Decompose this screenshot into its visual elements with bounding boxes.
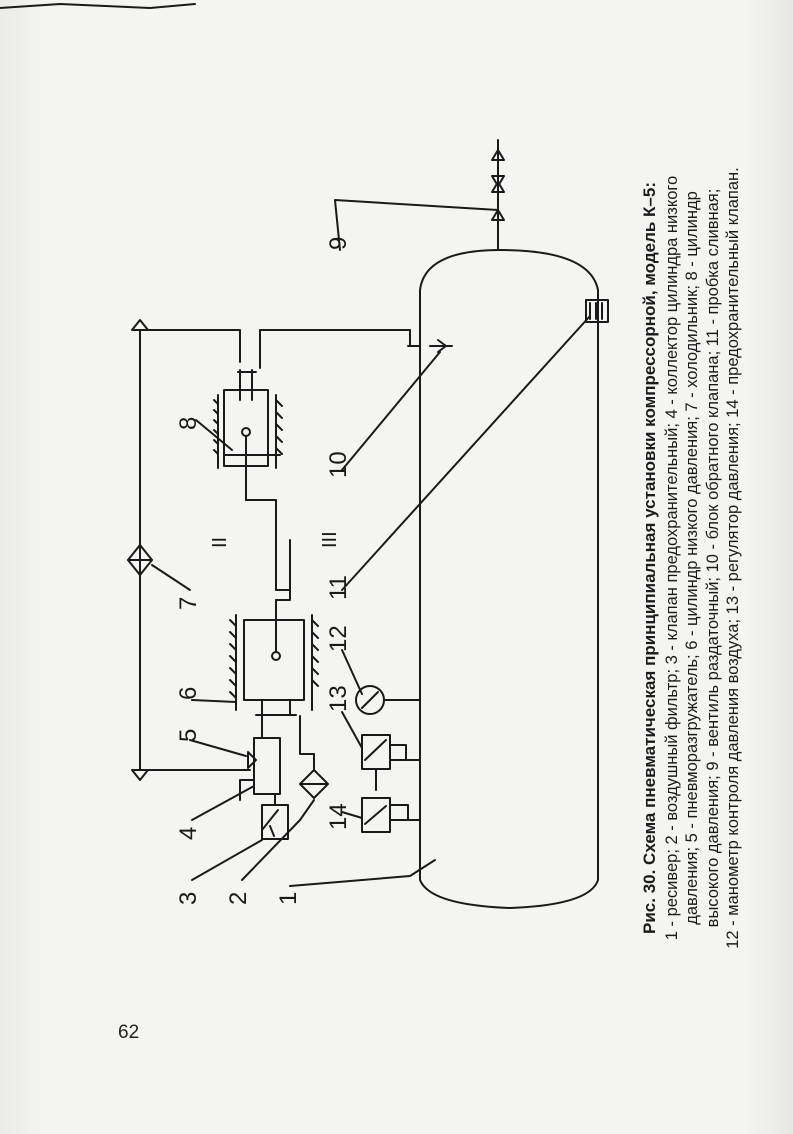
leader-4 — [191, 785, 255, 821]
connecting-shaft — [245, 499, 291, 591]
collector-unloader — [239, 715, 281, 801]
callout-7: 7 — [175, 597, 202, 610]
legend-line-2: давления; 5 - пневморазгружатель; 6 - ци… — [683, 191, 701, 925]
cooler-diamond — [127, 544, 153, 576]
low-pressure-cylinder — [229, 599, 319, 716]
arrow-top — [131, 319, 149, 331]
section-mark-II: II — [209, 537, 231, 548]
section-mark-III: III — [319, 531, 341, 548]
dispensing-valve — [491, 139, 505, 251]
leader-1 — [289, 859, 436, 887]
high-pressure-cylinder — [213, 329, 411, 501]
callout-14: 14 — [325, 803, 352, 830]
leader-5 — [189, 739, 247, 757]
leader-9 — [334, 199, 499, 251]
drain-plug — [585, 299, 609, 323]
figure-title: Рис. 30. Схема пневматическая принципиал… — [640, 182, 659, 934]
leader-13 — [341, 711, 363, 749]
leader-8 — [195, 419, 233, 451]
shaft-lower — [275, 539, 291, 601]
check-valve-block — [407, 339, 453, 353]
arrow-lower — [131, 769, 149, 781]
pressure-regulator — [361, 734, 421, 791]
receiver-tank — [419, 249, 599, 909]
callout-9: 9 — [325, 237, 352, 250]
callout-11: 11 — [325, 575, 352, 600]
callout-10: 10 — [325, 451, 352, 478]
callout-3: 3 — [175, 892, 202, 905]
callout-8: 8 — [175, 417, 202, 430]
callout-1: 1 — [275, 892, 302, 905]
leader-14 — [341, 811, 363, 819]
leader-3 — [191, 839, 263, 881]
pipe-top-upper — [139, 329, 241, 363]
safety-valve-14 — [361, 797, 421, 833]
page-number: 62 — [118, 1022, 140, 1043]
callout-13: 13 — [325, 685, 352, 712]
legend-line-4: 12 - манометр контроля давления воздуха;… — [724, 167, 742, 949]
leader-11 — [341, 315, 591, 591]
callout-labels: 1 2 3 4 5 6 7 8 9 10 11 12 13 14 II III — [175, 237, 352, 905]
leader-12 — [341, 649, 363, 695]
leader-2 — [241, 799, 315, 881]
figure-caption: Рис. 30. Схема пневматическая принципиал… — [640, 148, 750, 968]
leader-7 — [151, 564, 191, 591]
legend-line-1: 1 - ресивер; 2 - воздушный фильтр; 3 - к… — [662, 175, 681, 941]
callout-2: 2 — [225, 892, 252, 905]
air-filter — [299, 715, 329, 799]
manometer — [355, 685, 421, 715]
corner-mark — [0, 3, 196, 9]
safety-valve-3 — [261, 793, 289, 840]
callout-12: 12 — [325, 625, 352, 652]
leader-10 — [341, 351, 441, 471]
callout-5: 5 — [175, 729, 202, 742]
leader-6 — [191, 699, 237, 703]
callout-6: 6 — [175, 687, 202, 700]
callout-4: 4 — [175, 827, 202, 840]
legend-line-3: высокого давления; 9 - вентиль раздаточн… — [703, 188, 722, 928]
